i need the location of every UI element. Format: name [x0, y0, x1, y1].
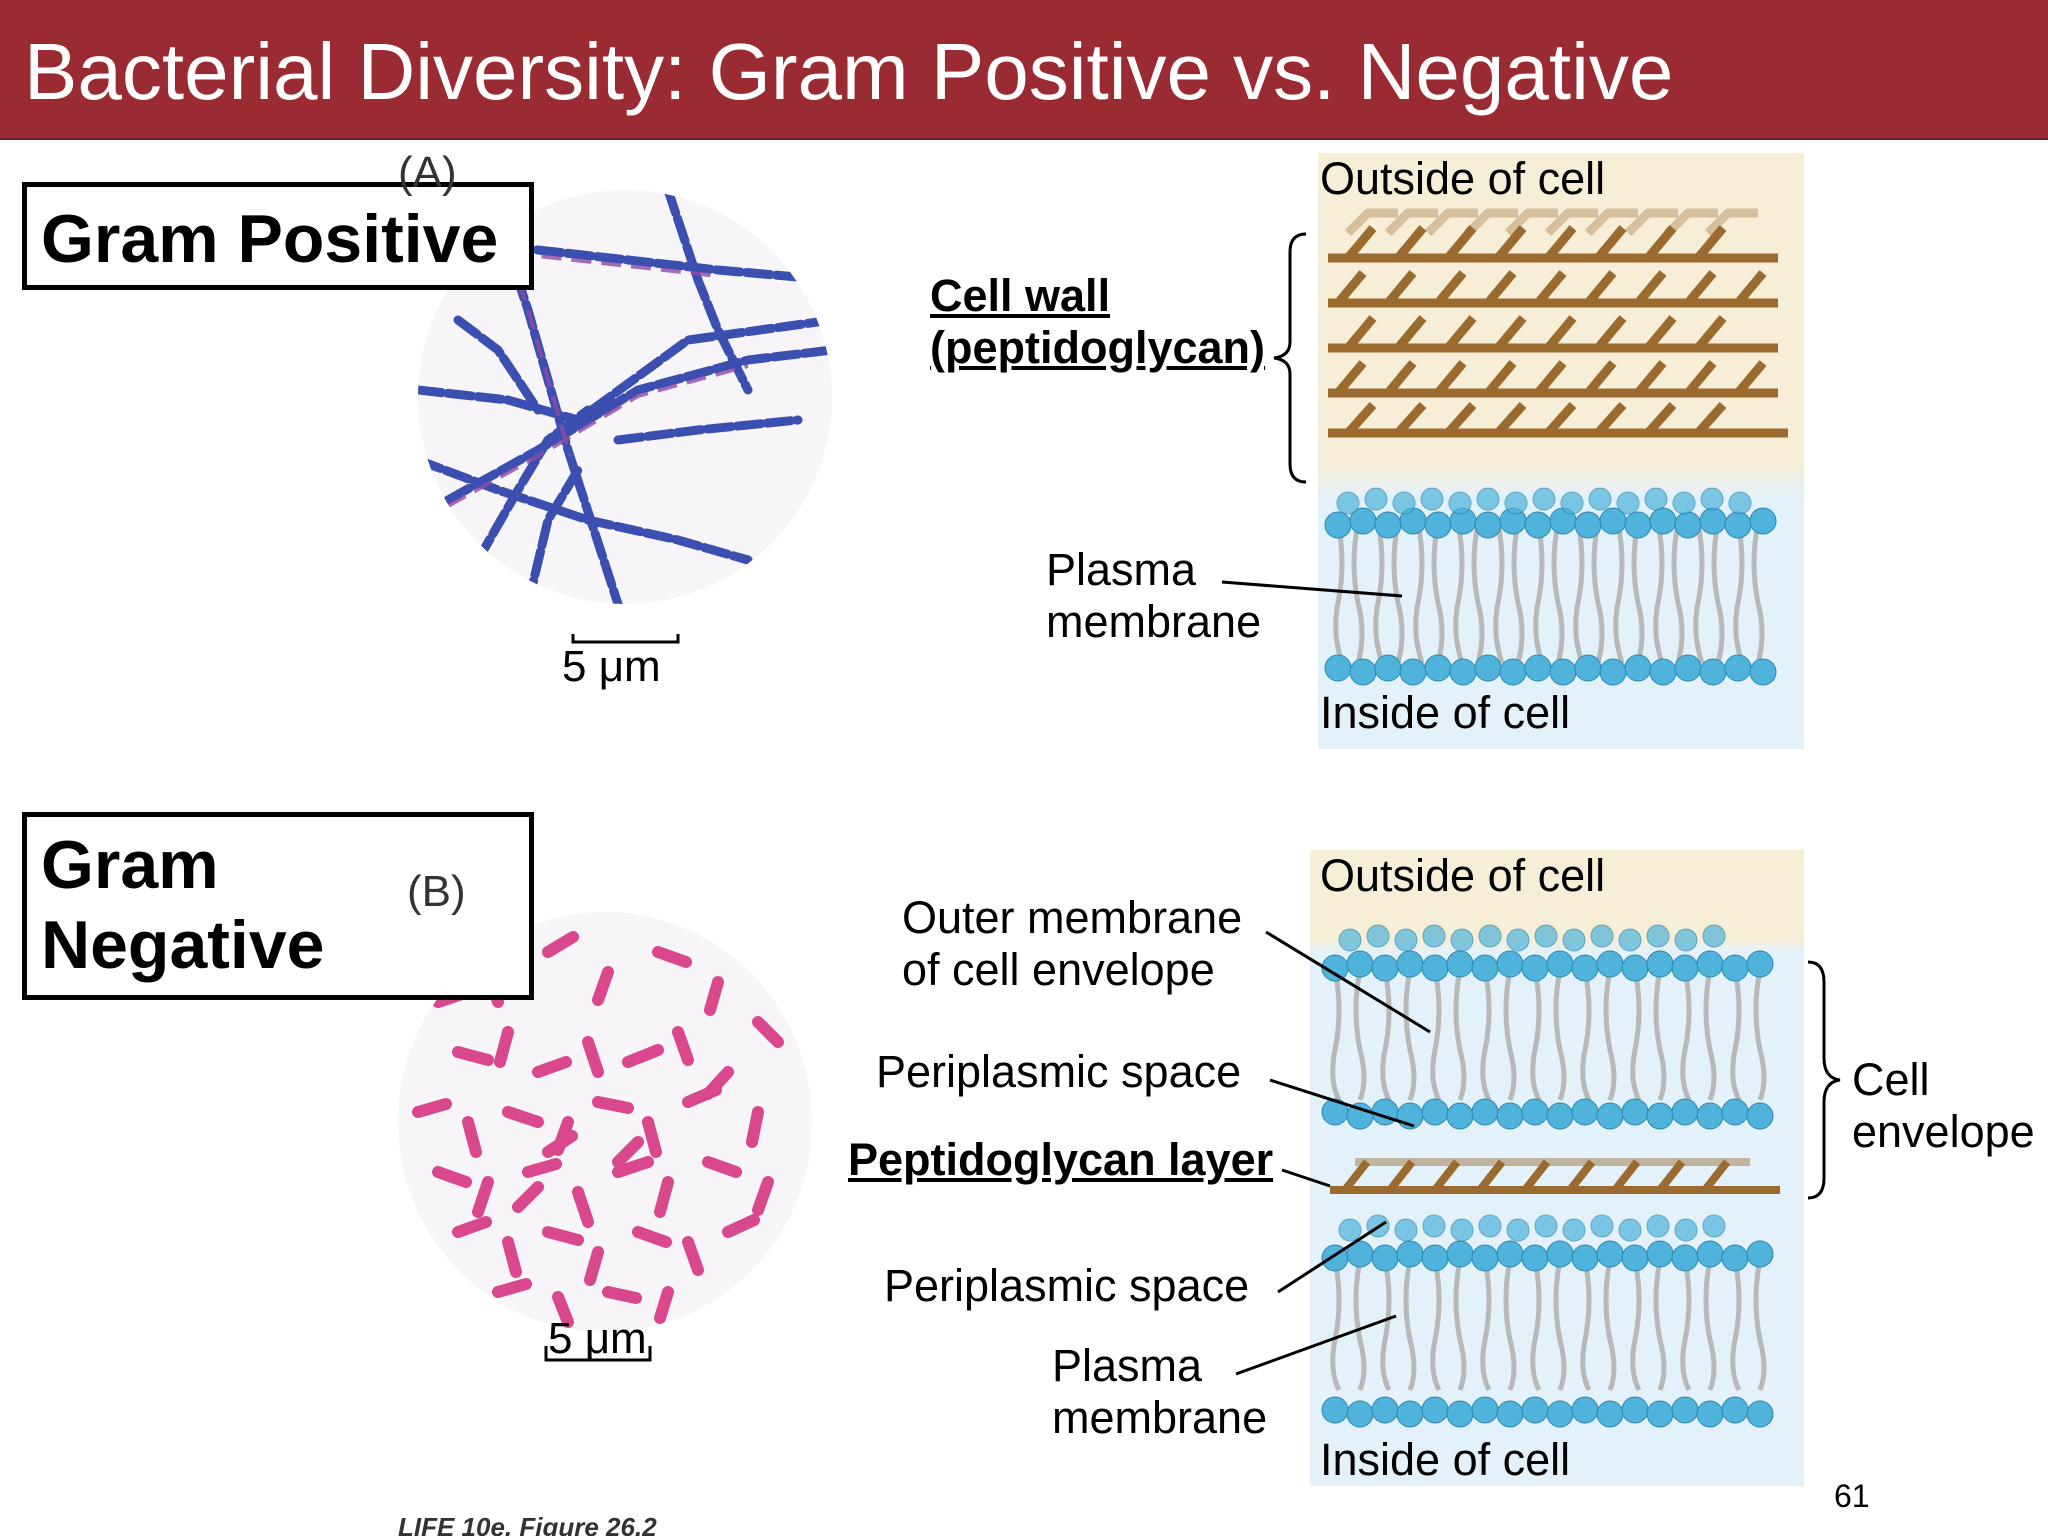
outside-of-cell-b: Outside of cell [1320, 850, 1606, 901]
title-bar: Bacterial Diversity: Gram Positive vs. N… [0, 0, 2048, 140]
gram-positive-box: Gram Positive [22, 182, 534, 290]
figure-credit: LIFE 10e, Figure 26.2 [398, 1512, 657, 1536]
cell-wall-label-1: Cell wall [930, 270, 1111, 321]
cell-envelope-brace [1807, 960, 1841, 1200]
plasma-membrane-b-1: Plasma [1052, 1340, 1203, 1391]
inside-of-cell-b: Inside of cell [1320, 1434, 1571, 1485]
periplasmic-space-label-2: Periplasmic space [884, 1260, 1250, 1311]
gram-positive-structure [1324, 208, 1788, 686]
gram-negative-label-1: Gram [41, 827, 219, 903]
gram-negative-label-2: Negative [41, 907, 325, 983]
plasma-membrane-a-2: membrane [1046, 596, 1262, 647]
gram-negative-diagram: Outside of cell Inside of cell [1310, 850, 1804, 1486]
gram-negative-box: Gram Negative (B) [22, 812, 534, 1000]
cell-wall-label-2: (peptidoglycan) [930, 322, 1265, 373]
page-number: 61 [1834, 1478, 1870, 1514]
gram-positive-micrograph [418, 190, 832, 604]
gram-positive-label: Gram Positive [41, 201, 499, 277]
scale-bar-a-label: 5 μm [562, 642, 661, 691]
periplasmic-space-label-1: Periplasmic space [876, 1046, 1242, 1097]
slide-title: Bacterial Diversity: Gram Positive vs. N… [24, 27, 1674, 116]
cell-wall-brace [1273, 232, 1307, 484]
outer-membrane-label-2: of cell envelope [902, 944, 1215, 995]
gram-negative-structure [1321, 924, 1780, 1428]
plasma-membrane-a-1: Plasma [1046, 544, 1197, 595]
outside-of-cell-a: Outside of cell [1320, 153, 1606, 204]
gram-positive-bacilli-chains [418, 190, 832, 604]
panel-b-letter: (B) [407, 867, 466, 916]
cell-envelope-label-1: Cell [1852, 1054, 1930, 1105]
plasma-membrane-b-2: membrane [1052, 1392, 1268, 1443]
gram-positive-diagram: Outside of cell Inside of cell [1318, 153, 1804, 749]
cell-envelope-label-2: envelope [1852, 1106, 2035, 1157]
peptidoglycan-layer-label: Peptidoglycan layer [848, 1134, 1274, 1185]
inside-of-cell-a: Inside of cell [1320, 687, 1571, 738]
scale-bar-b-label: 5 μm [548, 1314, 647, 1363]
panel-a-letter: (A) [398, 148, 457, 197]
outer-membrane-label-1: Outer membrane [902, 892, 1243, 943]
